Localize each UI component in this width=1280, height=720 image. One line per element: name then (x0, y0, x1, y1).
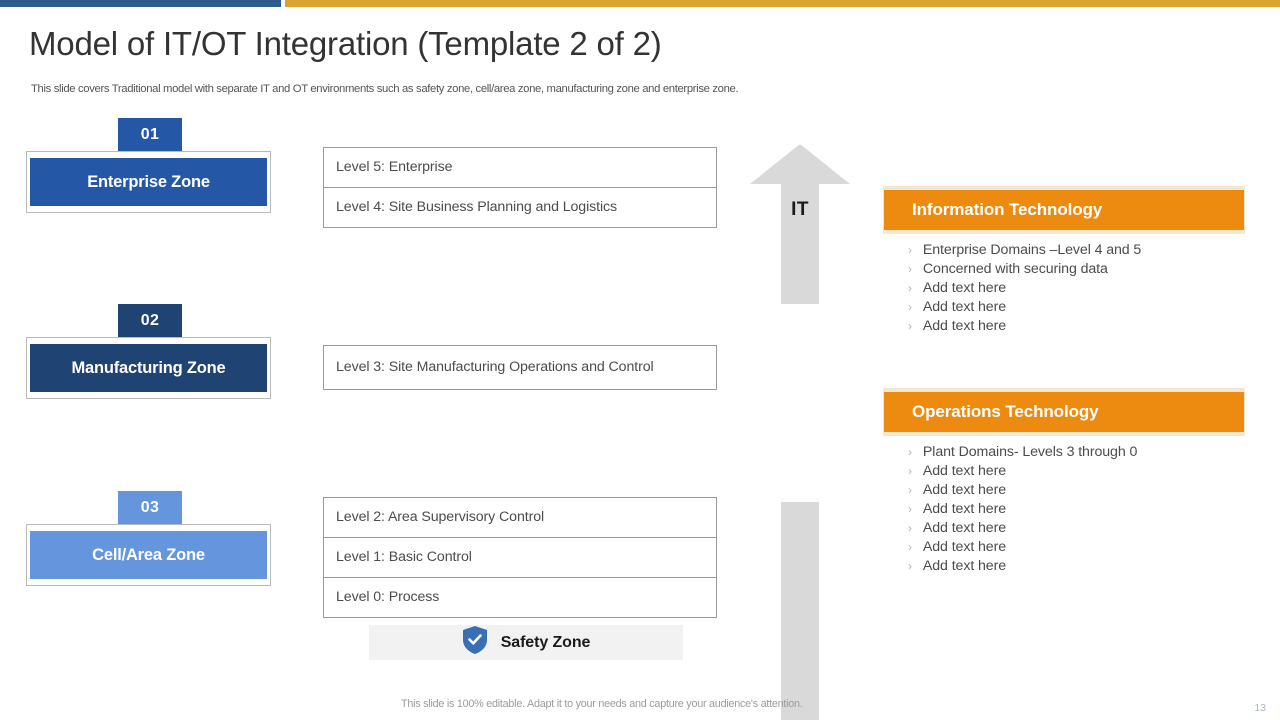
list-item-label: Add text here (922, 299, 1006, 316)
list-item[interactable]: › Add text here (883, 519, 1245, 538)
level-row[interactable]: Level 0: Process (336, 589, 440, 606)
panel-operations-technology: Operations Technology › Plant Domains- L… (883, 388, 1245, 576)
chevron-right-icon: › (908, 243, 912, 257)
panel-list-information-technology: › Enterprise Domains –Level 4 and 5 › Co… (883, 234, 1245, 336)
page-subtitle: This slide covers Traditional model with… (31, 83, 739, 95)
level-row[interactable]: Level 4: Site Business Planning and Logi… (336, 199, 618, 216)
chevron-right-icon: › (908, 319, 912, 334)
panel-list-operations-technology: › Plant Domains- Levels 3 through 0 › Ad… (883, 436, 1245, 576)
chevron-right-icon: › (908, 262, 912, 277)
safety-zone-banner[interactable]: Safety Zone (369, 625, 683, 660)
level-stack-enterprise: Level 5: Enterprise Level 4: Site Busine… (323, 147, 717, 229)
level-row[interactable]: Level 1: Basic Control (324, 538, 716, 579)
list-item[interactable]: › Add text here (883, 481, 1245, 500)
page-title: Model of IT/OT Integration (Template 2 o… (29, 25, 662, 62)
list-item-label: Add text here (922, 501, 1006, 518)
zone-number-badge: 03 (118, 491, 182, 524)
list-item[interactable]: › Enterprise Domains –Level 4 and 5 (883, 241, 1245, 260)
arrow-shaft (781, 502, 819, 720)
zone-number-badge: 02 (118, 304, 182, 337)
chevron-right-icon: › (908, 281, 912, 296)
list-item-label: Add text here (922, 280, 1006, 297)
zone-label: Cell/Area Zone (30, 531, 267, 579)
list-item-label: Add text here (922, 558, 1006, 575)
chevron-right-icon: › (908, 521, 912, 536)
zone-frame: Cell/Area Zone (26, 524, 271, 586)
safety-zone-label: Safety Zone (500, 633, 591, 651)
chevron-right-icon: › (908, 483, 912, 498)
chevron-right-icon: › (908, 445, 912, 459)
panel-header-operations-technology[interactable]: Operations Technology (883, 388, 1245, 436)
list-item-label: Add text here (922, 318, 1006, 335)
list-item[interactable]: › Add text here (883, 538, 1245, 557)
zone-number-badge: 01 (118, 118, 182, 151)
list-item[interactable]: › Concerned with securing data (883, 260, 1245, 279)
arrow-ot-down: OT (750, 502, 850, 720)
level-row[interactable]: Level 3: Site Manufacturing Operations a… (336, 359, 654, 375)
chevron-right-icon: › (908, 300, 912, 315)
list-item-label: Add text here (922, 539, 1006, 556)
chevron-right-icon: › (908, 502, 912, 517)
chevron-right-icon: › (908, 540, 912, 555)
list-item-label: Enterprise Domains –Level 4 and 5 (922, 242, 1142, 258)
list-item-label: Concerned with securing data (922, 261, 1108, 278)
accent-bar-navy (0, 0, 281, 7)
footer-note: This slide is 100% editable. Adapt it to… (401, 698, 803, 710)
arrow-label-it: IT (791, 199, 809, 220)
level-stack-manufacturing: Level 3: Site Manufacturing Operations a… (323, 345, 717, 391)
page-number: 13 (1254, 702, 1266, 714)
list-item[interactable]: › Add text here (883, 298, 1245, 317)
zone-frame: Manufacturing Zone (26, 337, 271, 399)
list-item[interactable]: › Plant Domains- Levels 3 through 0 (883, 443, 1245, 462)
chevron-right-icon: › (908, 559, 912, 574)
list-item[interactable]: › Add text here (883, 279, 1245, 298)
list-item-label: Add text here (922, 463, 1006, 480)
level-row[interactable]: Level 5: Enterprise (324, 148, 716, 189)
zone-frame: Enterprise Zone (26, 151, 271, 213)
shield-check-icon (462, 625, 488, 660)
zone-label: Manufacturing Zone (30, 344, 267, 392)
list-item[interactable]: › Add text here (883, 317, 1245, 336)
level-row[interactable]: Level 2: Area Supervisory Control (324, 498, 716, 539)
arrow-head-up-icon (750, 144, 850, 184)
list-item[interactable]: › Add text here (883, 557, 1245, 576)
panel-information-technology: Information Technology › Enterprise Doma… (883, 186, 1245, 336)
list-item-label: Plant Domains- Levels 3 through 0 (922, 444, 1138, 460)
panel-header-information-technology[interactable]: Information Technology (883, 186, 1245, 234)
arrow-shaft (781, 184, 819, 304)
list-item-label: Add text here (922, 482, 1006, 499)
arrow-it-up: IT (750, 144, 850, 304)
list-item-label: Add text here (922, 520, 1006, 537)
level-stack-cell-area: Level 2: Area Supervisory Control Level … (323, 497, 717, 619)
accent-bar-gold (285, 0, 1280, 7)
list-item[interactable]: › Add text here (883, 500, 1245, 519)
zone-label: Enterprise Zone (30, 158, 267, 206)
chevron-right-icon: › (908, 464, 912, 479)
list-item[interactable]: › Add text here (883, 462, 1245, 481)
